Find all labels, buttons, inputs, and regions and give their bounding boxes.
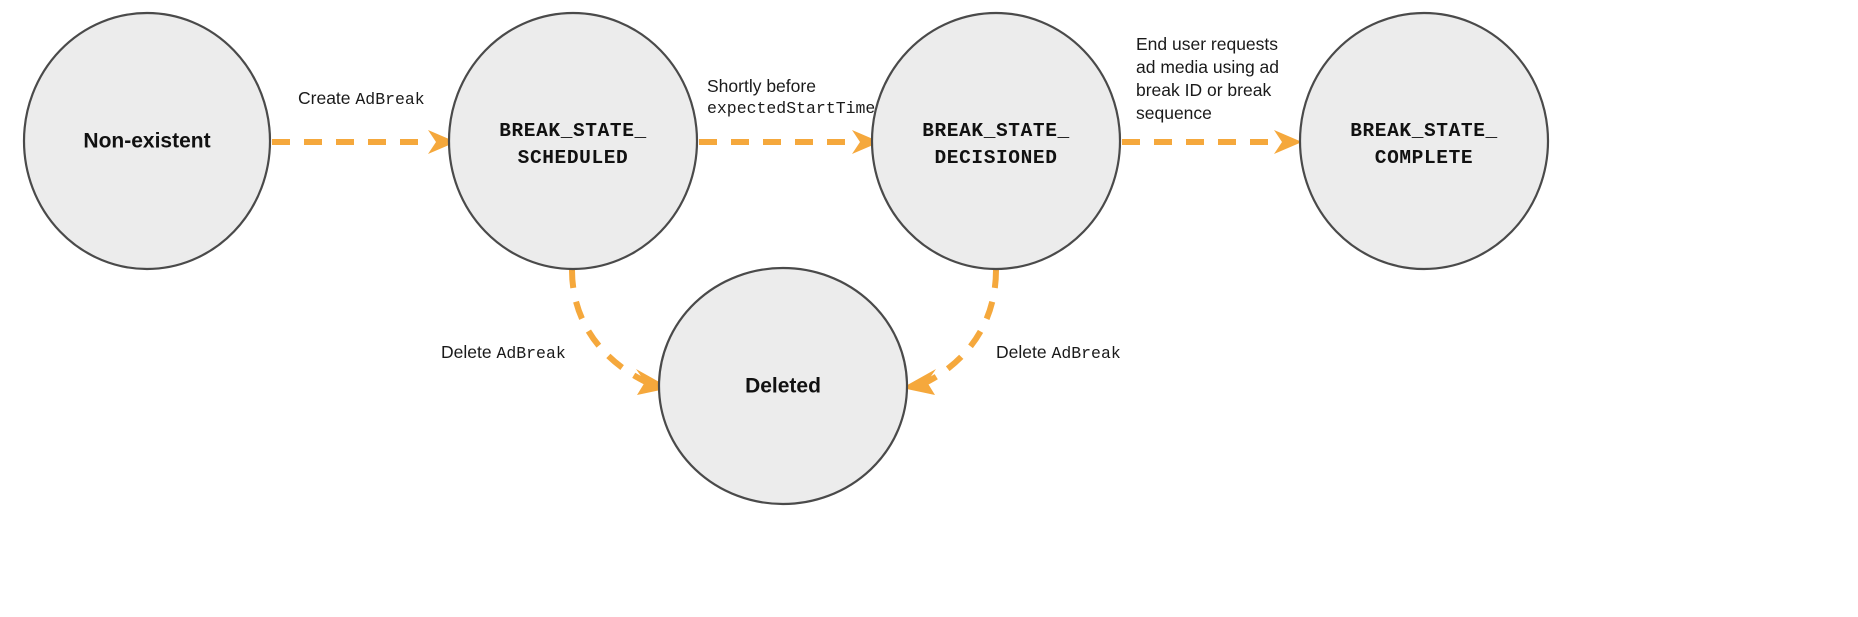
node-shape[interactable] [1298,11,1550,271]
edge-create-adbreak [272,130,456,154]
node-label-line-2: DECISIONED [934,147,1057,169]
node-label-line-1: BREAK_STATE_ [1350,120,1498,142]
edge-label-create-adbreak: Create AdBreak [298,87,425,111]
edge-delete-from-decisioned [902,269,999,395]
arrow-head-icon [852,130,880,154]
arrow-head-icon [428,130,456,154]
arrow-head-icon [902,369,936,395]
edge-label-line-4: sequence [1136,103,1212,124]
edge-path [923,269,999,386]
node-non-existent[interactable]: Non-existent [22,11,272,271]
edge-label-text-mono: AdBreak [355,90,425,109]
node-break-state-complete[interactable]: BREAK_STATE_ COMPLETE [1298,11,1550,271]
edge-label-line-2: ad media using ad [1136,57,1280,78]
node-label: Non-existent [83,130,210,153]
node-label: Deleted [745,375,821,398]
edge-shortly-before [699,130,880,154]
edge-label-line-3: break ID or break [1136,80,1272,101]
edge-label-delete-from-scheduled: Delete AdBreak [441,341,566,365]
edge-label-text-mono: AdBreak [1051,344,1121,363]
edge-label-text-mono: AdBreak [496,344,566,363]
edge-label-line-1: Shortly before [707,76,816,96]
node-break-state-scheduled[interactable]: BREAK_STATE_ SCHEDULED [447,11,699,271]
arrow-head-icon [1274,130,1302,154]
edge-label-line-1: End user requests [1136,34,1279,54]
node-label-line-1: BREAK_STATE_ [499,120,647,142]
edge-label-delete-from-decisioned: Delete AdBreak [996,341,1121,365]
node-label-line-2: SCHEDULED [518,147,629,169]
edge-label-text-sans: Create [298,88,356,108]
edge-path [569,269,650,386]
node-label-line-2: COMPLETE [1375,147,1473,169]
edge-label-end-user-requests: End user requests ad media using ad brea… [1136,33,1296,125]
edge-label-shortly-before: Shortly before expectedStartTime [707,75,875,120]
node-shape[interactable] [22,11,272,271]
edge-label-text-sans: Delete [996,342,1052,362]
node-shape[interactable] [657,266,909,506]
edge-label-line-2: expectedStartTime [707,99,876,119]
node-shape[interactable] [870,11,1122,271]
node-label-line-1: BREAK_STATE_ [922,120,1070,142]
node-shape[interactable] [447,11,699,271]
node-break-state-decisioned[interactable]: BREAK_STATE_ DECISIONED [870,11,1122,271]
node-deleted[interactable]: Deleted [657,266,909,506]
edge-label-text-sans: Delete [441,342,497,362]
edge-delete-from-scheduled [569,269,670,395]
edge-end-user-requests [1122,130,1302,154]
